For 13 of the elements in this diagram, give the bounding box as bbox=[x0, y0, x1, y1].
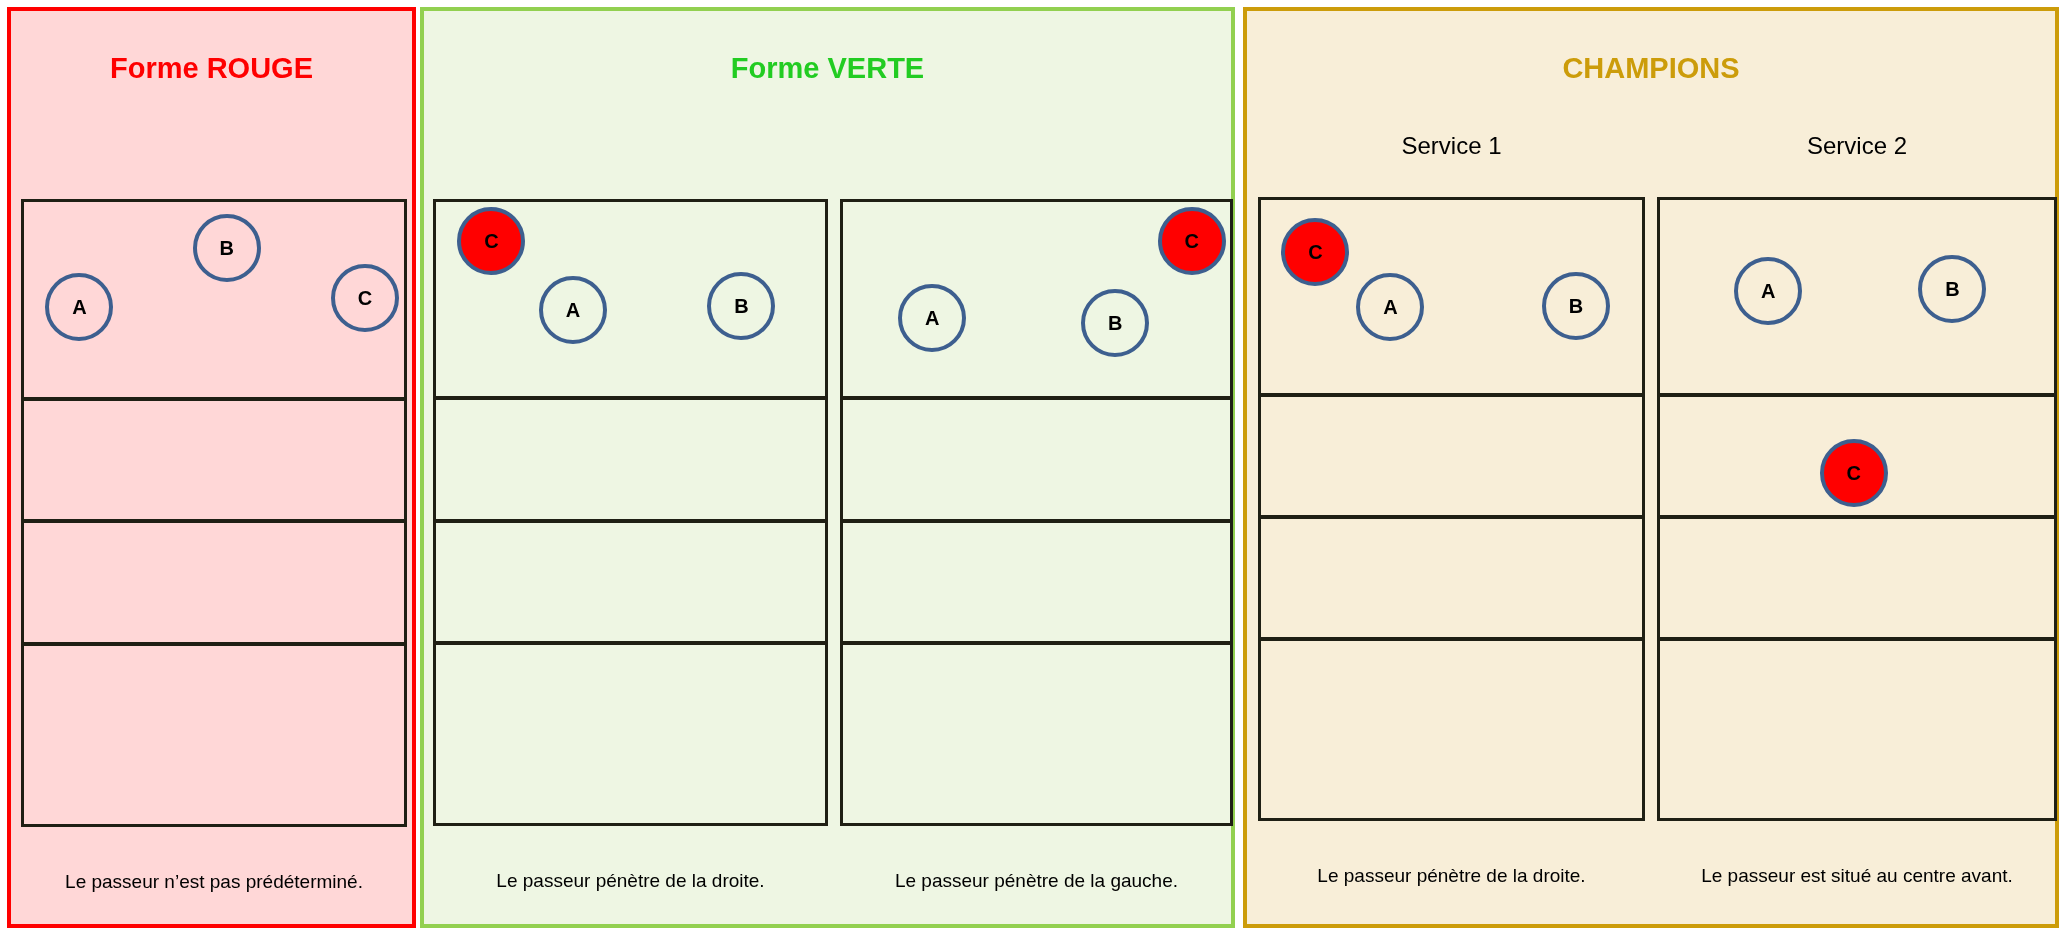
node-label: Le passeur n’est pas prédéterminé. bbox=[64, 870, 364, 894]
node-label: Le passeur pénètre de la droite. bbox=[495, 869, 766, 893]
node-label: Le passeur pénètre de la gauche. bbox=[893, 869, 1180, 893]
node-label: Service 1 bbox=[1400, 131, 1503, 161]
panel-title: Forme ROUGE bbox=[109, 51, 314, 86]
node-label: Service 2 bbox=[1805, 131, 1908, 161]
panel bbox=[1243, 7, 2059, 928]
panel-title: Forme VERTE bbox=[729, 51, 926, 86]
panel bbox=[7, 7, 416, 928]
panel-title: CHAMPIONS bbox=[1561, 51, 1741, 86]
panel bbox=[420, 7, 1235, 928]
node-label: Le passeur pénètre de la droite. bbox=[1316, 864, 1587, 888]
node-label: Le passeur est situé au centre avant. bbox=[1700, 864, 2014, 888]
